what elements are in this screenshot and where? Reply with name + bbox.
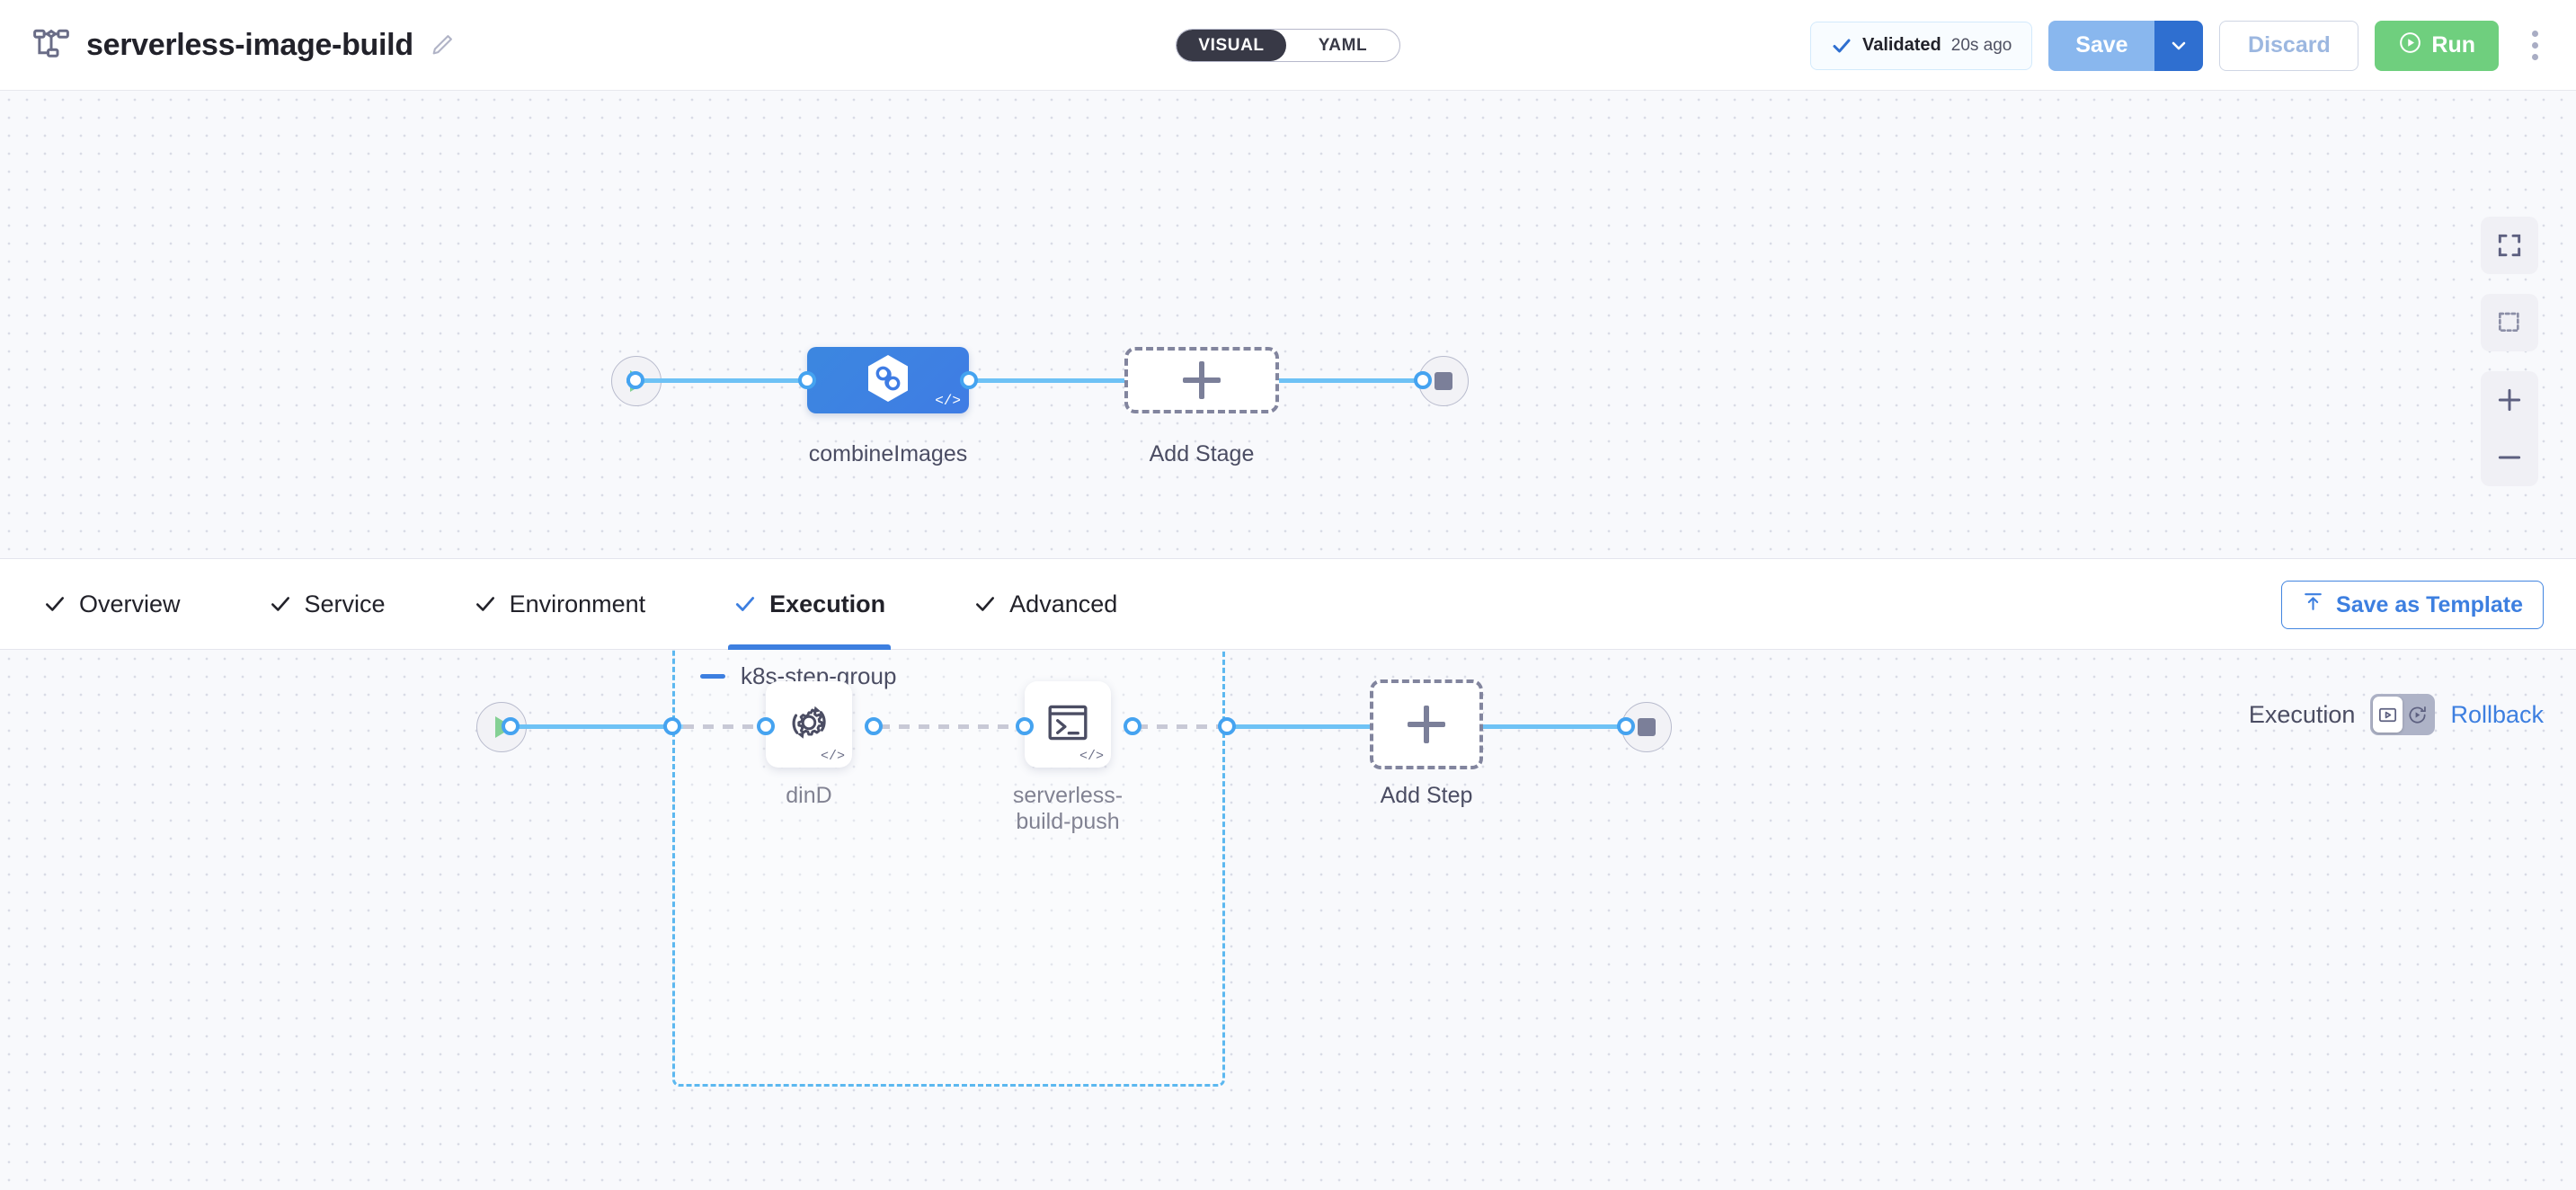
port-stage-out[interactable] xyxy=(960,371,978,389)
check-icon xyxy=(973,592,997,616)
port-end-in[interactable] xyxy=(1414,371,1432,389)
code-badge: </> xyxy=(820,749,845,764)
tab-label: Environment xyxy=(509,590,646,617)
tab-overview[interactable]: Overview xyxy=(38,558,186,650)
check-icon xyxy=(1831,35,1852,57)
save-button-group: Save xyxy=(2048,20,2204,71)
zoom-in-icon[interactable] xyxy=(2481,371,2538,429)
visual-yaml-toggle[interactable]: VISUAL YAML xyxy=(1176,29,1400,62)
zoom-controls xyxy=(2481,371,2538,486)
plus-icon xyxy=(1408,706,1445,743)
port-start-out[interactable] xyxy=(626,371,644,389)
tab-environment[interactable]: Environment xyxy=(468,558,652,650)
header-left-group: serverless-image-build xyxy=(32,26,455,64)
pipeline-stage-canvas[interactable]: </> combineImages Add Stage xyxy=(0,91,2576,558)
add-stage-label: Add Stage xyxy=(1149,441,1255,466)
execution-step-canvas[interactable]: Execution Rollback xyxy=(0,650,2576,1190)
pipeline-icon xyxy=(32,26,70,64)
edge-addstage-to-end xyxy=(1276,378,1425,383)
tab-visual[interactable]: VISUAL xyxy=(1177,30,1287,61)
zoom-out-icon[interactable] xyxy=(2481,429,2538,486)
status-badge-label: Validated xyxy=(1861,35,1941,55)
port-stage-in[interactable] xyxy=(798,371,816,389)
collapse-icon[interactable] xyxy=(700,674,725,679)
save-button[interactable]: Save xyxy=(2048,20,2155,71)
tab-label: Execution xyxy=(769,590,886,617)
port-dind-out[interactable] xyxy=(865,717,883,735)
status-badge: Validated 20s ago xyxy=(1809,21,2033,70)
tab-label: Service xyxy=(304,590,386,617)
check-icon xyxy=(733,592,757,616)
edge-serverless-to-group-out xyxy=(1137,724,1236,729)
step-node-dind[interactable]: </> xyxy=(766,681,852,768)
step-node-serverless-build-push[interactable]: </> xyxy=(1025,681,1111,768)
step-node-label-dind: dinD xyxy=(786,783,832,808)
save-as-template-button[interactable]: Save as Template xyxy=(2281,581,2544,629)
code-badge: </> xyxy=(935,393,961,409)
execution-label: Execution xyxy=(2248,700,2356,728)
plus-icon xyxy=(1183,361,1221,399)
rollback-label[interactable]: Rollback xyxy=(2450,700,2544,728)
add-step-button[interactable] xyxy=(1370,679,1483,769)
gear-rotate-icon xyxy=(784,697,834,752)
port-serverless-in[interactable] xyxy=(1016,717,1034,735)
rollback-icon[interactable] xyxy=(2403,697,2432,733)
header-actions: Validated 20s ago Save Discard Run xyxy=(1809,0,2554,91)
edge-group-to-addstep xyxy=(1230,724,1373,729)
run-button-label: Run xyxy=(2431,32,2475,58)
port-exec-end-in[interactable] xyxy=(1617,717,1635,735)
harness-ci-hexagon-icon xyxy=(866,354,910,407)
stage-node-combineimages[interactable]: </> xyxy=(807,347,969,413)
edge-stage-to-addstage xyxy=(966,378,1128,383)
tab-label: Overview xyxy=(79,590,181,617)
stop-icon xyxy=(1638,718,1656,736)
status-badge-time: 20s ago xyxy=(1950,35,2012,55)
port-serverless-out[interactable] xyxy=(1124,717,1141,735)
port-dind-in[interactable] xyxy=(757,717,775,735)
execution-rollback-bar: Execution Rollback xyxy=(2249,694,2544,735)
upload-template-icon xyxy=(2302,591,2324,619)
fit-to-screen-icon[interactable] xyxy=(2481,217,2538,274)
tab-execution[interactable]: Execution xyxy=(728,558,892,650)
add-stage-button[interactable] xyxy=(1124,347,1279,413)
save-as-template-label: Save as Template xyxy=(2336,591,2523,617)
stage-tabbar: Overview Service Environment Execution A… xyxy=(0,558,2576,650)
add-step-label: Add Step xyxy=(1380,783,1473,808)
terminal-icon xyxy=(1044,698,1092,751)
check-icon xyxy=(269,592,292,616)
app-header: serverless-image-build VISUAL YAML Valid… xyxy=(0,0,2576,91)
kebab-menu-icon[interactable] xyxy=(2515,21,2554,71)
tab-yaml[interactable]: YAML xyxy=(1318,35,1368,55)
selection-box-icon[interactable] xyxy=(2481,294,2538,351)
edge-start-to-stage xyxy=(626,378,815,383)
tab-service[interactable]: Service xyxy=(263,558,391,650)
tab-advanced[interactable]: Advanced xyxy=(968,558,1123,650)
edge-addstep-to-end xyxy=(1479,724,1628,729)
pencil-icon[interactable] xyxy=(430,32,455,58)
discard-button[interactable]: Discard xyxy=(2219,20,2359,71)
execution-icon[interactable] xyxy=(2373,697,2403,733)
port-group-in[interactable] xyxy=(663,717,681,735)
port-group-out[interactable] xyxy=(1218,717,1236,735)
stage-node-label: combineImages xyxy=(808,441,968,466)
tab-label: Advanced xyxy=(1009,590,1118,617)
code-badge: </> xyxy=(1079,749,1104,764)
step-node-label-serverless: serverless- build-push xyxy=(1012,783,1124,834)
run-button[interactable]: Run xyxy=(2375,20,2499,71)
page-title: serverless-image-build xyxy=(86,27,413,62)
stop-icon xyxy=(1435,372,1452,390)
edge-start-to-group xyxy=(518,724,688,729)
chevron-down-icon[interactable] xyxy=(2154,20,2204,71)
check-icon xyxy=(43,592,67,616)
step-group-k8s[interactable]: k8s-step-group xyxy=(672,650,1225,1087)
edge-dind-to-serverless xyxy=(879,724,1023,729)
port-exec-start-out[interactable] xyxy=(502,717,520,735)
check-icon xyxy=(474,592,497,616)
play-circle-icon xyxy=(2398,31,2422,61)
execution-rollback-toggle[interactable] xyxy=(2370,694,2436,735)
edge-group-in-to-dind xyxy=(683,724,764,729)
canvas-controls xyxy=(2481,217,2538,486)
